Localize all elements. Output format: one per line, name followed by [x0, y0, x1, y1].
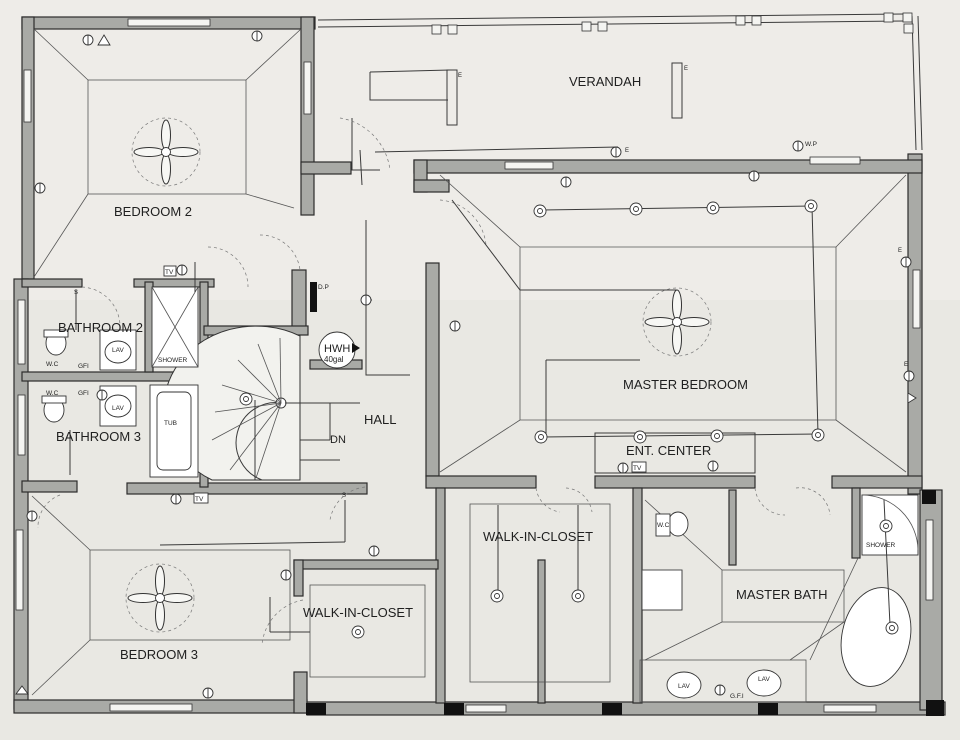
- bathroom-fixtures: [41, 286, 919, 703]
- room-label-master-bath: MASTER BATH: [736, 587, 828, 602]
- label-wc-master: W.C: [657, 522, 670, 529]
- label-lav-master-1: LAV: [678, 683, 690, 690]
- ceiling-fan-master-bedroom: [642, 287, 712, 357]
- label-hwh: HWH: [324, 343, 350, 355]
- label-wp: W.P: [805, 141, 817, 148]
- room-label-bathroom-2: BATHROOM 2: [58, 320, 143, 335]
- label-tv-ent-center: TV: [633, 465, 642, 472]
- label-lav-master-2: LAV: [758, 676, 770, 683]
- label-tv-bath-2: TV: [165, 269, 174, 276]
- room-label-verandah: VERANDAH: [569, 74, 641, 89]
- label-shower-bath-2: SHOWER: [158, 357, 188, 364]
- door-swings: [37, 117, 831, 646]
- room-label-walk-in-closet-center: WALK-IN-CLOSET: [483, 529, 593, 544]
- room-label-ent-center: ENT. CENTER: [626, 443, 711, 458]
- label-lav-bath-2: LAV: [112, 347, 124, 354]
- room-label-bathroom-3: BATHROOM 3: [56, 429, 141, 444]
- room-label-bedroom-3: BEDROOM 3: [120, 647, 198, 662]
- room-label-master-bedroom: MASTER BEDROOM: [623, 377, 748, 392]
- label-switch-hall: S: [342, 493, 346, 499]
- label-wc-bath-3: W.C: [46, 390, 59, 397]
- label-exhaust-verandah-3: E: [625, 148, 629, 154]
- label-exhaust-verandah-2: E: [684, 66, 688, 72]
- label-tv-bedroom-3: TV: [195, 496, 204, 503]
- label-shower-master: SHOWER: [866, 542, 896, 549]
- label-hwh-capacity: 40gal: [324, 355, 344, 364]
- label-exhaust-master-1: E: [898, 248, 902, 254]
- label-stair-down: DN: [330, 434, 346, 446]
- room-label-hall: HALL: [364, 412, 397, 427]
- ceiling-outlines: [31, 28, 907, 696]
- label-lav-bath-3: LAV: [112, 405, 124, 412]
- label-wc-bath-2: W.C: [46, 361, 59, 368]
- label-tub: TUB: [164, 420, 177, 427]
- ceiling-fan-bedroom-3: [125, 563, 195, 633]
- label-switch-bath-2: S: [74, 290, 78, 296]
- verandah-railing: [317, 12, 923, 151]
- small-symbols: [15, 34, 917, 695]
- room-label-bedroom-2: BEDROOM 2: [114, 204, 192, 219]
- label-exhaust-master-2: E: [904, 362, 908, 368]
- label-gfi-master: G.F.I: [730, 693, 744, 700]
- label-dp: D.P: [318, 284, 329, 291]
- windows: [15, 18, 934, 713]
- wiring: [69, 149, 891, 633]
- label-gfi-bath-2: GFI: [78, 363, 89, 370]
- room-label-walk-in-closet-left: WALK-IN-CLOSET: [303, 605, 413, 620]
- label-exhaust-verandah-1: E: [458, 73, 462, 79]
- verandah-fixtures: [351, 62, 683, 171]
- ceiling-fan-bedroom-2: [131, 117, 201, 187]
- label-gfi-bath-3: GFI: [78, 390, 89, 397]
